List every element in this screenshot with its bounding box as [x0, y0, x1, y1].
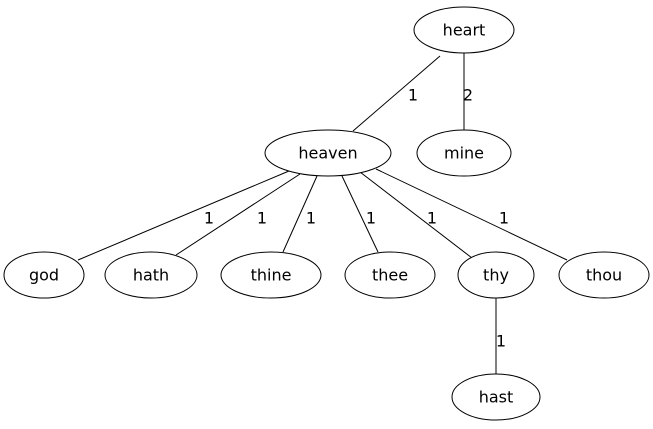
edge-weight-label: 1: [496, 332, 506, 351]
edge-weight-label: 1: [408, 86, 418, 105]
edge-weight-label: 1: [366, 209, 376, 228]
edge-line: [77, 170, 290, 261]
node-ellipse: [220, 251, 322, 299]
node-thine: thine: [220, 251, 322, 299]
node-label: god: [29, 266, 59, 285]
edge-weight-label: 1: [427, 209, 437, 228]
edge-line: [352, 55, 441, 132]
node-heaven: heaven: [264, 129, 392, 177]
node-thy: thy: [457, 251, 535, 299]
node-label: hast: [479, 388, 514, 407]
edge-heaven-thine: 1: [282, 175, 318, 253]
edge-heaven-hath: 1: [175, 173, 301, 256]
edge-line: [359, 171, 473, 259]
edge-thy-hast: 1: [495, 298, 506, 374]
node-ellipse: [416, 129, 512, 177]
edge-heart-heaven: 1: [352, 55, 441, 132]
node-label: thine: [251, 266, 292, 285]
node-ellipse: [3, 251, 85, 299]
node-label: heaven: [298, 144, 357, 163]
node-hath: hath: [104, 251, 198, 299]
node-heart: heart: [413, 6, 515, 54]
node-god: god: [3, 251, 85, 299]
edge-line: [282, 175, 318, 253]
edge-line: [175, 173, 301, 256]
nodes-layer: heart heaven mine god hath thine thee thy thou ha…: [3, 6, 650, 421]
node-thou: thou: [558, 251, 650, 299]
node-label: hath: [133, 266, 169, 285]
edge-weight-label: 1: [306, 209, 316, 228]
edge-weight-label: 1: [204, 209, 214, 228]
node-ellipse: [344, 251, 436, 299]
edge-heaven-god: 1: [77, 170, 290, 261]
node-label: thou: [586, 266, 622, 285]
node-label: heart: [443, 21, 486, 40]
node-ellipse: [558, 251, 650, 299]
edge-line: [375, 168, 568, 261]
edge-heart-mine: 2: [463, 53, 473, 130]
node-hast: hast: [451, 373, 541, 421]
node-ellipse: [457, 251, 535, 299]
edges-layer: 1 2 1 1 1 1 1 1 1: [77, 53, 568, 374]
node-ellipse: [264, 129, 392, 177]
node-thee: thee: [344, 251, 436, 299]
edge-heaven-thy: 1: [359, 171, 473, 259]
node-mine: mine: [416, 129, 512, 177]
node-ellipse: [451, 373, 541, 421]
edge-heaven-thee: 1: [341, 175, 379, 253]
node-label: thee: [372, 266, 408, 285]
node-label: mine: [444, 144, 484, 163]
edge-weight-label: 1: [257, 209, 267, 228]
node-ellipse: [104, 251, 198, 299]
node-ellipse: [413, 6, 515, 54]
edge-line: [341, 175, 379, 253]
edge-weight-label: 2: [463, 86, 473, 105]
node-label: thy: [483, 266, 509, 285]
edge-weight-label: 1: [499, 209, 509, 228]
edge-heaven-thou: 1: [375, 168, 568, 261]
